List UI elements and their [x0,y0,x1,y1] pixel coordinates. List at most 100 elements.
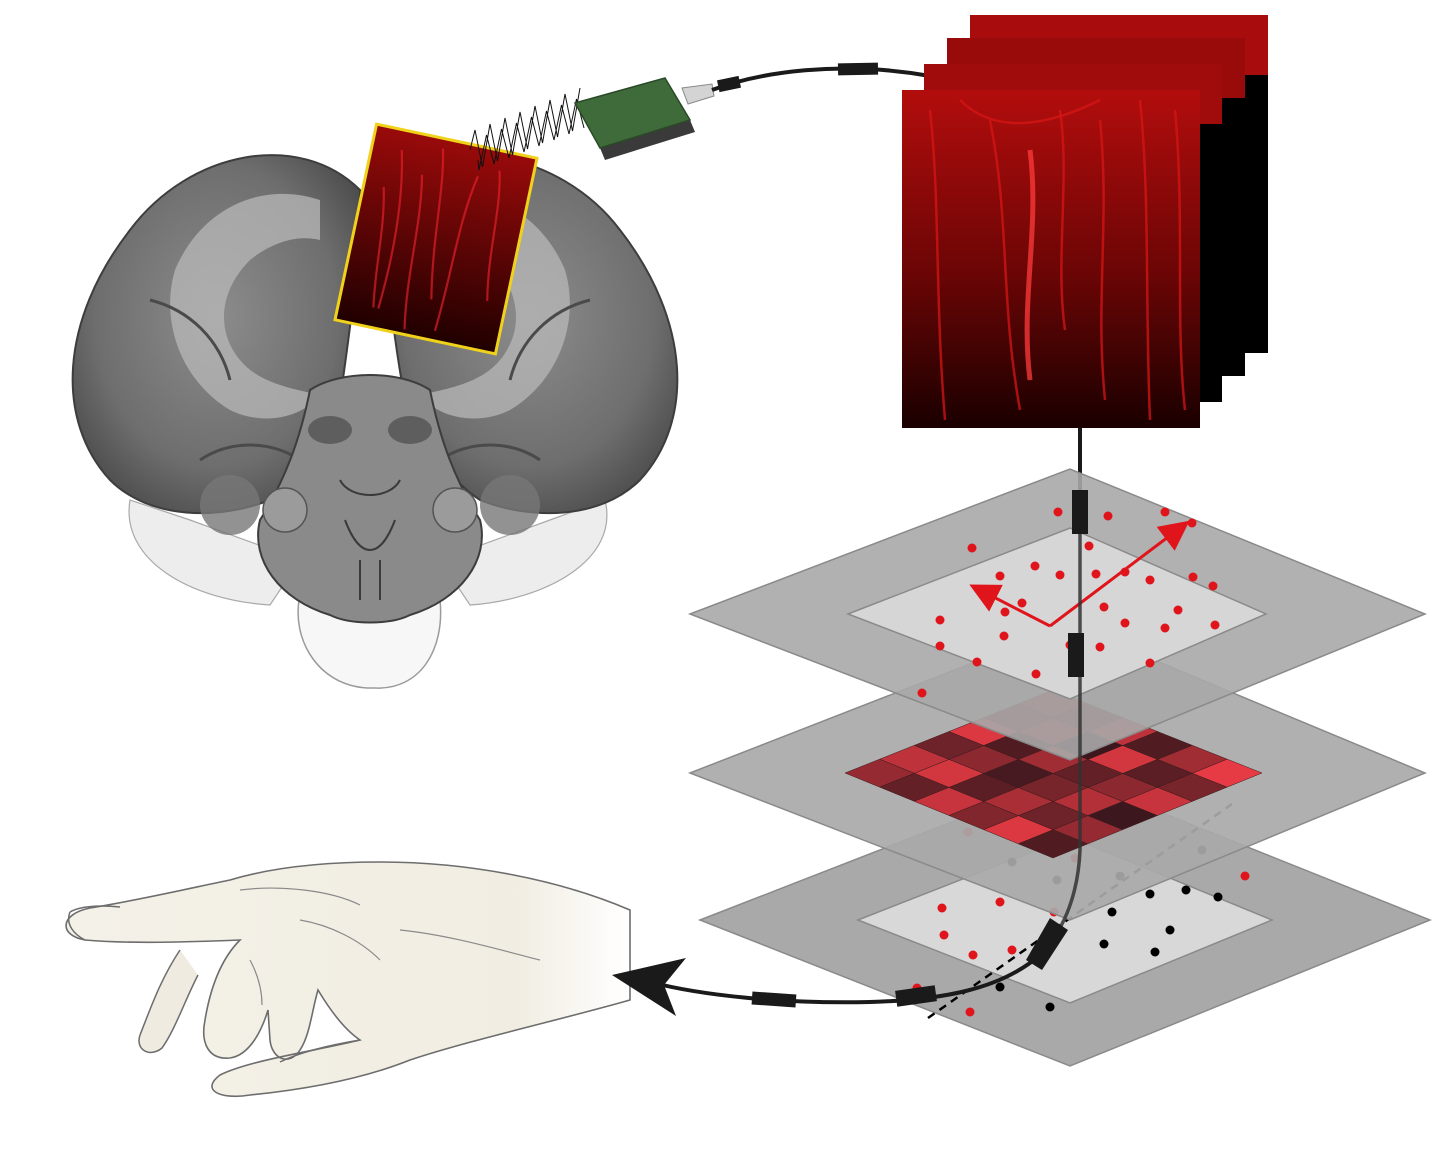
data-point-red [995,571,1005,581]
hand-palm [65,861,631,1098]
fiber-cable-top-path [711,66,931,92]
stack-frame-1-fibers [928,98,1187,421]
left-sulcus [149,298,301,462]
fluorescent-fiber [433,175,479,332]
output-cable [612,953,1042,1016]
data-point-black [1107,907,1117,917]
imaging-window [333,122,539,356]
data-point-red [1095,642,1105,652]
thalamus-left [308,416,352,444]
data-point-red [1187,518,1197,528]
hand-finger-middle [138,949,199,1054]
imaging-window-border [333,122,539,356]
data-point-black [1181,885,1191,895]
wireless-transmitter [573,77,715,160]
data-point-red [1208,581,1218,591]
data-point-red [1053,507,1063,517]
hand-knuckle-lines [239,887,541,1006]
data-point-red [935,641,945,651]
connector [1068,633,1084,677]
data-point-red [1031,669,1041,679]
fluorescent-fiber [377,149,404,309]
calcium-image-stack [902,15,1268,428]
data-point-red [939,930,949,940]
data-point-red [965,1007,975,1017]
data-point-red [1091,569,1101,579]
data-point-red [1120,618,1130,628]
data-point-black [1045,1002,1055,1012]
data-point-red [1030,561,1040,571]
data-point-black [1165,925,1175,935]
data-point-black [1213,892,1223,902]
fluorescent-fiber [928,109,947,421]
lateral-ganglion-left [200,475,260,535]
data-point-red [1017,598,1027,608]
wireless-wave-b [477,98,585,171]
data-point-black [1145,889,1155,899]
vector-arrow-left [969,584,1051,628]
data-point-red [1055,570,1065,580]
data-point-red [937,903,947,913]
data-point-red [968,950,978,960]
fluorescent-fiber [486,170,501,302]
data-point-red [1210,620,1220,630]
data-point-black [1150,947,1160,957]
brainstem-detail [339,479,401,600]
data-point-red [1145,658,1155,668]
fluorescent-fiber [959,98,1101,125]
hand-index-finger [68,905,121,941]
fluorescent-fiber [430,148,445,300]
cerebellum-outline [297,594,442,689]
vector-arrow-right [1049,520,1190,628]
transmitter-side [600,120,695,160]
fluorescent-fiber [403,174,424,330]
transmitter-connector [681,83,715,105]
data-point-red [1188,572,1198,582]
connector [895,985,937,1007]
data-point-red [1007,945,1017,955]
data-point-red [1103,511,1113,521]
fluorescent-fiber [1138,99,1152,421]
wireless-wave-a [469,87,581,168]
data-point-red [935,615,945,625]
data-point-red [1084,541,1094,551]
right-sulcus [439,298,591,462]
arrowhead [612,958,686,1016]
plane-top [687,468,1427,761]
thalamus-right [388,416,432,444]
fluorescent-fiber [1058,109,1067,331]
left-white-matter [170,193,320,419]
hand [65,861,631,1098]
data-point-black [995,982,1005,992]
transmitter-top [573,77,692,149]
data-point-red [1173,605,1183,615]
connector [1072,490,1088,534]
data-point-red [967,543,977,553]
brain-lower-lobe-outline-right [439,499,608,606]
fluorescent-fiber [372,186,385,308]
stack-frame-1 [902,90,1200,428]
fluorescent-fiber [1098,119,1107,401]
data-point-red [999,631,1009,641]
right-white-matter [420,193,570,419]
connector [716,75,742,93]
connector [751,991,797,1008]
data-point-red [1099,602,1109,612]
hand-thumb [279,1039,361,1063]
fluorescent-fiber [988,119,1022,411]
heatmap-cell [1191,758,1263,788]
brain-lower-lobe-outline [128,499,301,606]
fluorescent-fiber [1024,149,1036,381]
data-point-black [1099,939,1109,949]
wireless-signal [469,87,585,171]
plane-top-inner [845,527,1268,700]
output-cable-path [649,953,1042,1005]
data-point-red [995,897,1005,907]
data-point-red [917,688,927,698]
imaging-window-fibers [372,148,501,332]
data-point-red [1240,871,1250,881]
lateral-ganglion-right [480,475,540,535]
data-point-red [1160,623,1170,633]
